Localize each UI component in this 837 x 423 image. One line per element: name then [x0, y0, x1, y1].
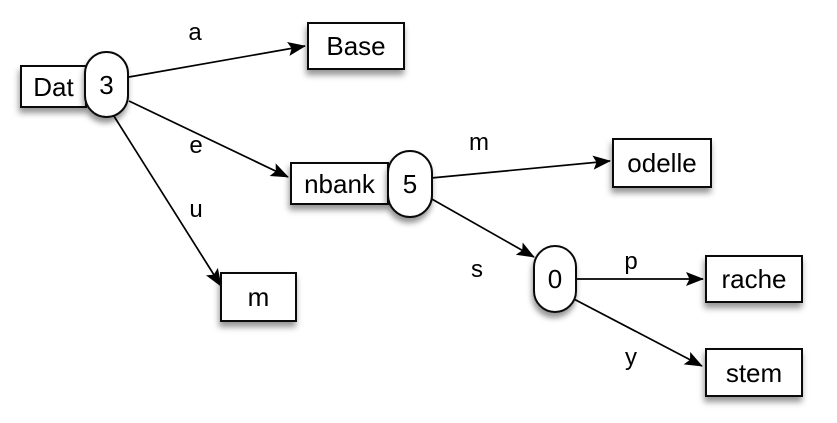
node-base-label: Base [326, 31, 386, 61]
edge-label-e: e [189, 132, 203, 159]
edge-label-s: s [471, 256, 483, 283]
edge-s-arrow [429, 197, 535, 258]
edge-label-a: a [188, 19, 202, 46]
node-base: Base [307, 22, 405, 70]
node-count-0: 0 [533, 245, 577, 313]
node-odelle-label: odelle [627, 148, 697, 178]
edge-label-y: y [625, 344, 637, 371]
node-rache: rache [705, 255, 803, 303]
node-count-3-label: 3 [99, 69, 114, 100]
node-count-0-label: 0 [547, 264, 563, 294]
node-dat-label: Dat [33, 71, 74, 102]
node-odelle: odelle [612, 138, 712, 188]
node-nbank-label: nbank [304, 168, 375, 199]
node-rache-label: rache [721, 264, 787, 294]
edge-a-arrow [128, 42, 306, 78]
node-stem: stem [705, 348, 803, 397]
node-count-5-label: 5 [402, 169, 418, 199]
edge-label-p: p [624, 248, 638, 275]
node-nbank: nbank [290, 162, 389, 205]
node-dat: Dat [20, 65, 87, 108]
edge-e-arrow [128, 100, 289, 178]
node-m: m [220, 272, 297, 322]
node-m-label: m [247, 282, 270, 312]
node-count-3: 3 [84, 51, 129, 118]
node-count-5: 5 [387, 150, 433, 218]
edge-y-arrow [569, 296, 703, 367]
edge-label-m: m [469, 129, 489, 156]
node-stem-label: stem [725, 357, 783, 388]
edge-u-arrow [111, 112, 222, 287]
edge-label-u: u [189, 196, 203, 223]
edge-m-arrow [430, 155, 611, 179]
